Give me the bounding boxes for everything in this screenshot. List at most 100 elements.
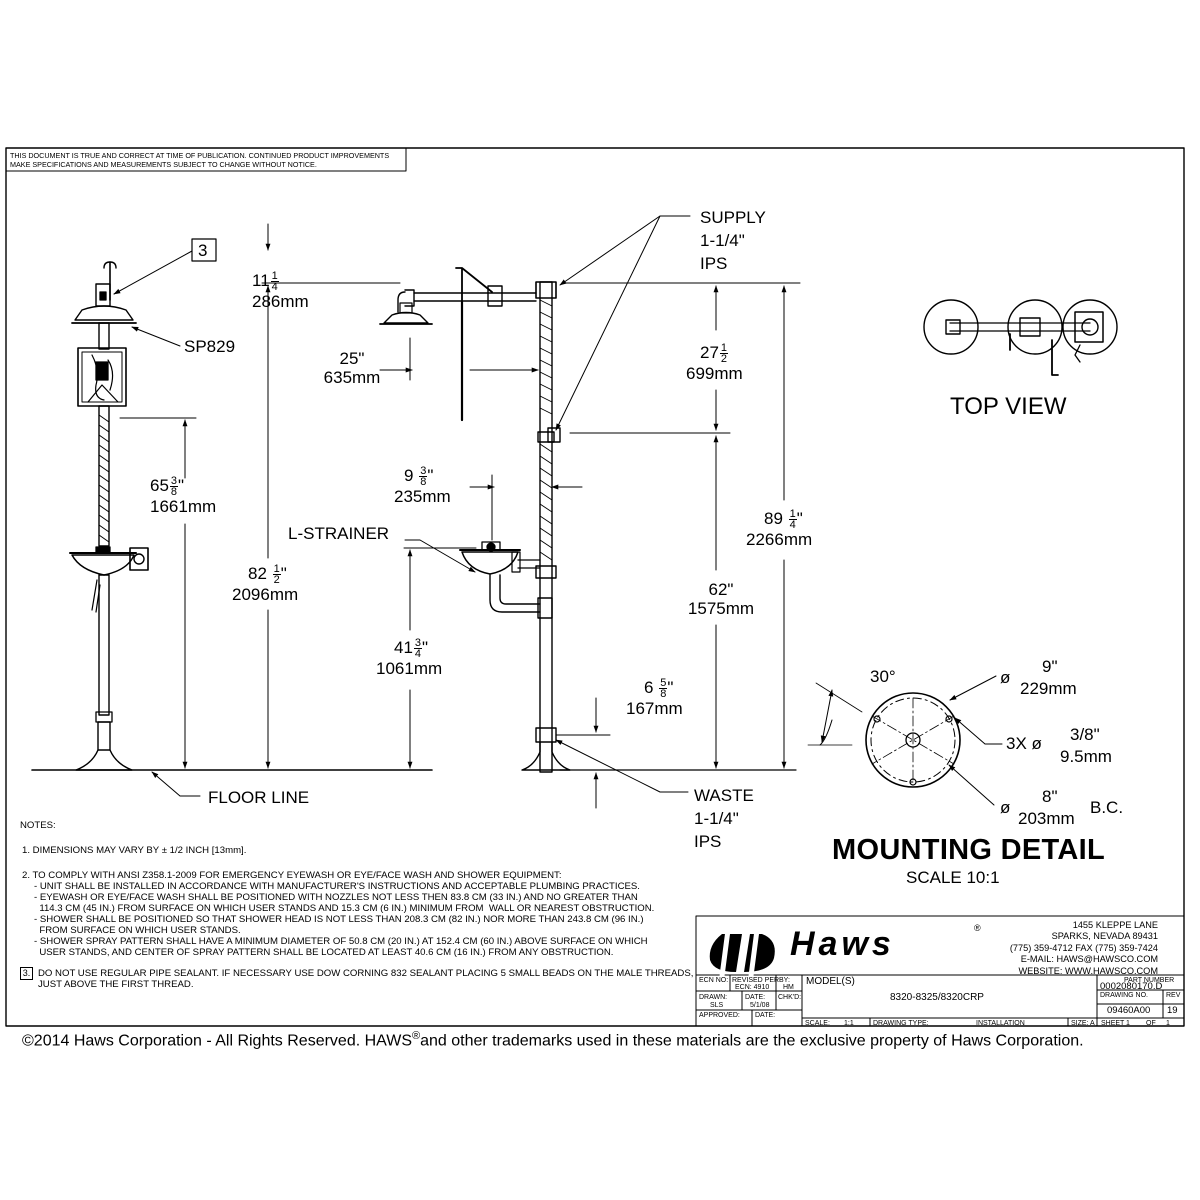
dim-82-unit: " bbox=[280, 564, 287, 583]
mounting-holes-symbol: 3X ø bbox=[1006, 734, 1042, 753]
mounting-detail-scale: SCALE 10:1 bbox=[906, 868, 1000, 887]
tb-rev-label: REV bbox=[1166, 992, 1181, 999]
tb-models-value: 8320-8325/8320CRP bbox=[890, 992, 984, 1003]
dim-6-den: 8 bbox=[660, 688, 667, 701]
tb-drawn-label: DRAWN: bbox=[699, 994, 728, 1001]
tb-size-value: A bbox=[1090, 1020, 1095, 1027]
l-strainer-label: L-STRAINER bbox=[288, 524, 390, 543]
title-block bbox=[695, 915, 1185, 1027]
dim-62-mm: 1575mm bbox=[687, 599, 755, 618]
address-line-5: WEBSITE: WWW.HAWSCO.COM bbox=[1018, 965, 1158, 976]
dim-65-mm: 1661mm bbox=[150, 497, 217, 517]
dim-65-whole: 65 bbox=[150, 476, 169, 495]
side-view-dimensions bbox=[31, 238, 433, 797]
dim-25-mm: 635mm bbox=[323, 368, 381, 387]
dim-9-mm: 235mm bbox=[394, 487, 451, 507]
note-2-item-4: - SHOWER SHALL BE POSITIONED SO THAT SHO… bbox=[34, 914, 644, 925]
sp829-label: SP829 bbox=[184, 337, 236, 356]
dim-65-num: 3 bbox=[169, 475, 179, 488]
tb-sheet-value: 1 bbox=[1126, 1020, 1130, 1027]
dim-25: 25" 635mm bbox=[322, 349, 382, 387]
mounting-dia-9-in: 9" bbox=[1042, 657, 1058, 676]
tb-drawing-no-label: DRAWING NO. bbox=[1100, 992, 1148, 999]
tb-ecn-no-label: ECN NO: bbox=[699, 977, 729, 984]
note-2-item-6: - SHOWER SPRAY PATTERN SHALL HAVE A MINI… bbox=[34, 936, 648, 947]
mounting-bc: 8" 203mm bbox=[1018, 786, 1075, 830]
dim-11-whole: 11 bbox=[252, 271, 270, 290]
dim-27-mm: 699mm bbox=[686, 364, 743, 384]
dim-82-den: 2 bbox=[273, 574, 280, 587]
tb-drawing-type-value: INSTALLATION bbox=[976, 1020, 1025, 1027]
note-2-item-1: - UNIT SHALL BE INSTALLED IN ACCORDANCE … bbox=[34, 881, 640, 892]
company-address: 1455 KLEPPE LANE SPARKS, NEVADA 89431 (7… bbox=[990, 920, 1158, 977]
tb-rev-value: 19 bbox=[1167, 1005, 1178, 1016]
dim-41-num: 3 bbox=[413, 637, 423, 650]
tb-date-label: DATE: bbox=[745, 994, 766, 1001]
dim-11-mm: 286mm bbox=[252, 292, 309, 312]
disclaimer-box bbox=[5, 147, 407, 172]
dim-89-den: 4 bbox=[789, 519, 796, 532]
note-3-number: 3. bbox=[20, 967, 33, 980]
dim-62-in: 62" bbox=[708, 580, 734, 599]
tb-approved-label: APPROVED: bbox=[699, 1012, 740, 1019]
footer-registered-mark: ® bbox=[412, 1030, 421, 1042]
dim-41-whole: 41 bbox=[394, 638, 413, 657]
mounting-detail-title: MOUNTING DETAIL bbox=[832, 834, 1105, 866]
note-2-item-7: USER STANDS, AND CENTER OF SPRAY PATTERN… bbox=[34, 947, 614, 958]
mounting-holes: 3/8" 9.5mm bbox=[1060, 724, 1112, 768]
mounting-bc-suffix: B.C. bbox=[1090, 798, 1124, 817]
disclaimer-text: THIS DOCUMENT IS TRUE AND CORRECT AT TIM… bbox=[10, 151, 390, 169]
mounting-holes-in: 3/8" bbox=[1070, 725, 1100, 744]
dim-89-unit: " bbox=[796, 509, 803, 528]
footer-text-pre: ©2014 Haws Corporation - All Rights Rese… bbox=[22, 1032, 413, 1050]
dim-89-num: 1 bbox=[788, 508, 797, 521]
dim-27-whole: 27 bbox=[700, 343, 719, 362]
tb-of-value: 1 bbox=[1166, 1020, 1170, 1027]
dim-6-whole: 6 bbox=[644, 678, 659, 697]
note-2-item-5: FROM SURFACE ON WHICH USER STANDS. bbox=[34, 925, 241, 936]
note-3: 3. DO NOT USE REGULAR PIPE SEALANT. IF N… bbox=[20, 967, 700, 990]
dim-41-den: 4 bbox=[414, 648, 422, 661]
tb-size-label: SIZE: bbox=[1071, 1020, 1089, 1027]
dim-9-whole: 9 bbox=[404, 466, 419, 485]
dim-6-num: 5 bbox=[659, 677, 668, 690]
dim-6-unit: " bbox=[667, 678, 674, 697]
dim-11-den: 4 bbox=[271, 281, 278, 294]
dim-41-unit: " bbox=[422, 638, 429, 657]
tb-scale-value: 1:1 bbox=[844, 1020, 854, 1027]
note-3-callout-box bbox=[191, 238, 217, 262]
dim-9-unit: " bbox=[427, 466, 434, 485]
mounting-detail-drawing bbox=[807, 675, 1003, 806]
tb-sheet-label: SHEET bbox=[1101, 1020, 1125, 1027]
mounting-dia-9-mm: 229mm bbox=[1020, 679, 1077, 698]
mounting-dia-9-symbol: ø bbox=[1000, 668, 1011, 687]
mounting-angle-label: 30° bbox=[870, 667, 896, 686]
tb-revised-per-value: ECN: 4910 bbox=[735, 984, 770, 991]
address-line-1: 1455 KLEPPE LANE bbox=[1072, 920, 1158, 930]
footer-text-post: and other trademarks used in these mater… bbox=[420, 1032, 1084, 1050]
dim-65-unit: " bbox=[178, 476, 185, 495]
mounting-bc-in: 8" bbox=[1042, 787, 1058, 806]
dim-65-den: 8 bbox=[170, 486, 178, 499]
waste-label: WASTE 1-1/4" IPS bbox=[694, 784, 754, 853]
top-view-drawing bbox=[923, 299, 1118, 376]
floor-line-label: FLOOR LINE bbox=[208, 788, 310, 807]
waste-label-line3: IPS bbox=[694, 832, 722, 851]
dim-89-whole: 89 bbox=[764, 509, 788, 528]
tb-part-number-label: PART NUMBER bbox=[1124, 977, 1175, 984]
dim-9-num: 3 bbox=[419, 465, 428, 478]
dim-89-mm: 2266mm bbox=[746, 530, 813, 550]
tb-of-label: OF bbox=[1146, 1020, 1156, 1027]
tb-drawn-value: SLS bbox=[710, 1002, 724, 1009]
supply-label-line1: SUPPLY bbox=[700, 208, 766, 227]
mounting-holes-mm: 9.5mm bbox=[1060, 747, 1112, 766]
note-2-item-2: - EYEWASH OR EYE/FACE WASH SHALL BE POSI… bbox=[34, 892, 638, 903]
tb-scale-label: SCALE: bbox=[805, 1020, 830, 1027]
